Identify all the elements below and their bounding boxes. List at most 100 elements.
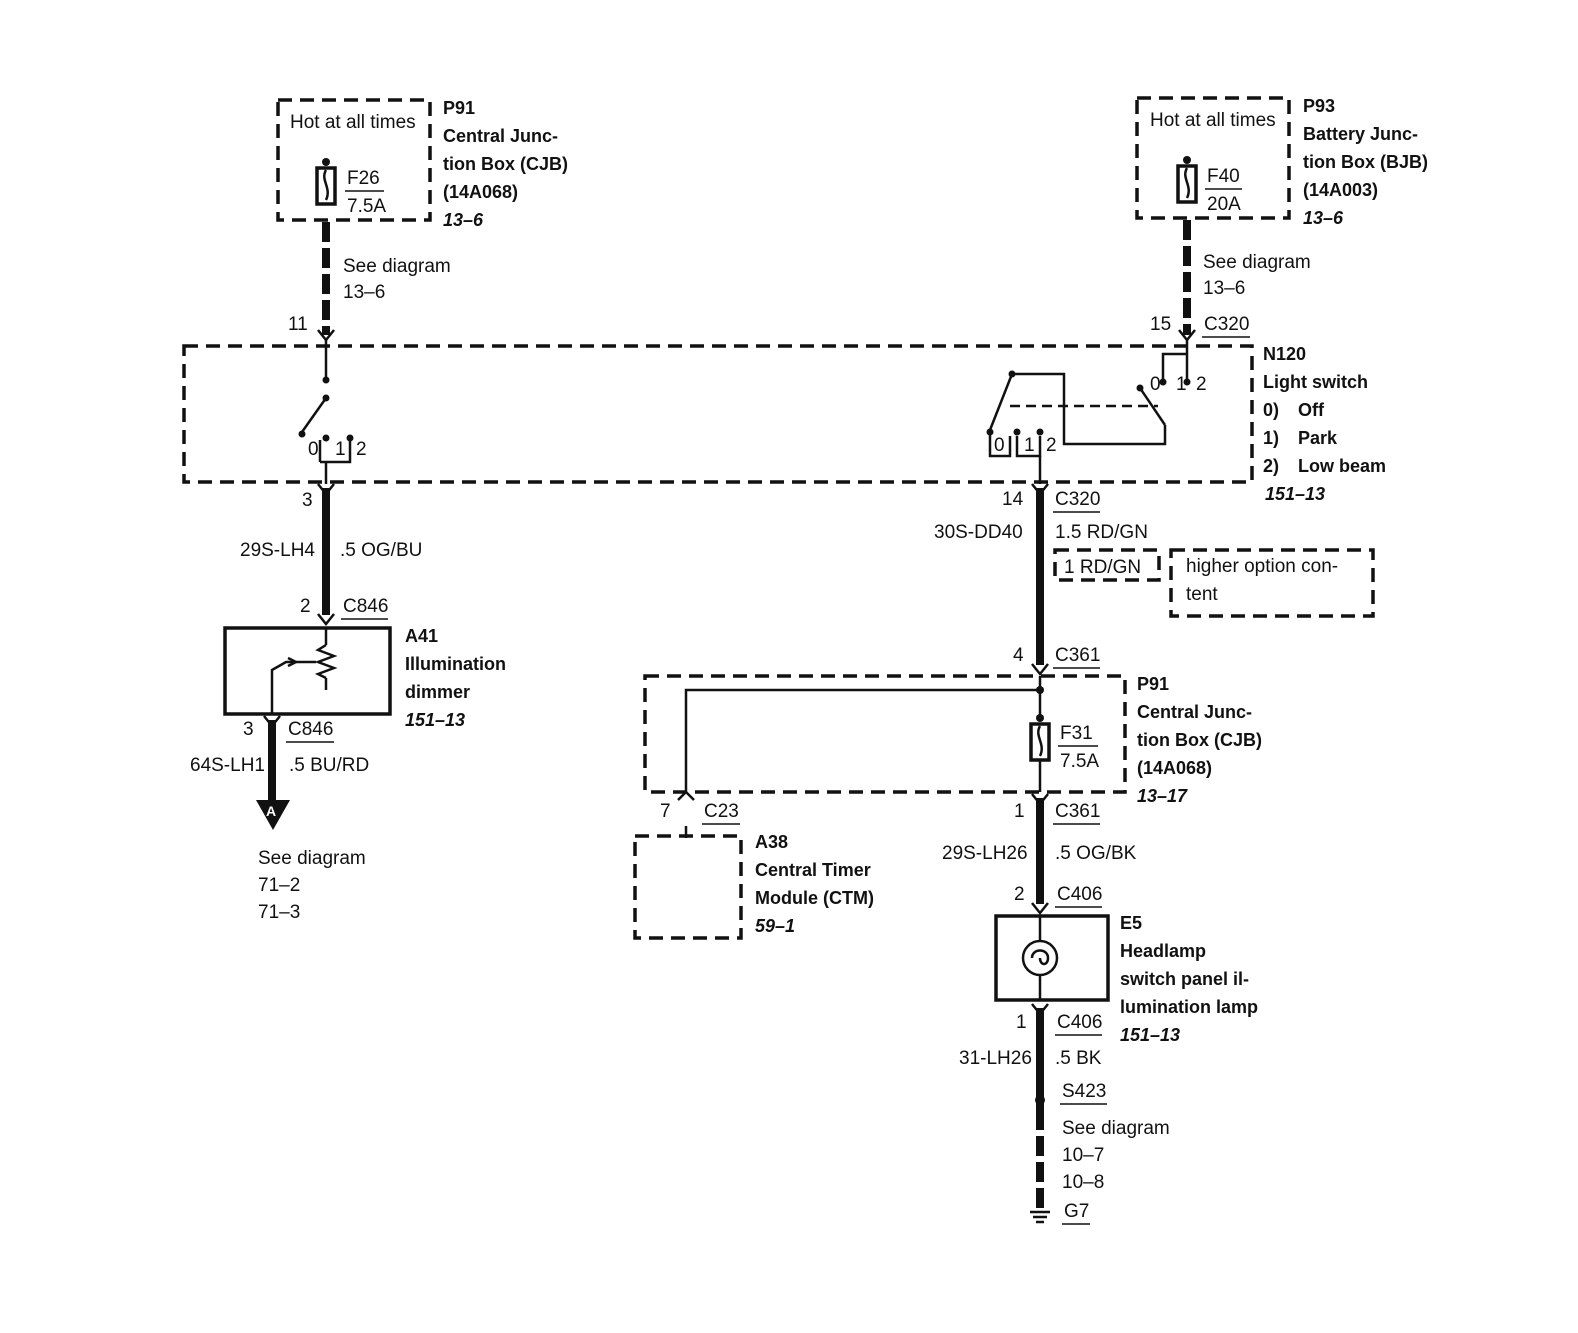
- p91-top-line2: tion Box (CJB): [443, 154, 568, 174]
- right-top-pos-0: 0: [1150, 374, 1161, 395]
- n120-p0-label: Off: [1298, 400, 1325, 420]
- conn-c320-bottom: C320: [1055, 489, 1100, 510]
- right-pos-0: 0: [994, 435, 1005, 456]
- hot-label-right: Hot at all times: [1150, 110, 1276, 131]
- n120-p2: 2): [1263, 456, 1279, 476]
- right-pos-2: 2: [1046, 435, 1057, 456]
- ground-g7: G7: [1064, 1201, 1089, 1222]
- pin-4: 4: [1013, 645, 1024, 666]
- gauge-bk: .5 BK: [1055, 1048, 1102, 1069]
- see-diagram-ground: See diagram: [1062, 1118, 1170, 1139]
- pin-1-c361: 1: [1014, 801, 1025, 822]
- e5-ref: 151–13: [1120, 1025, 1180, 1045]
- pin-2-c406: 2: [1014, 884, 1025, 905]
- a41-illumination-dimmer: A41 Illumination dimmer 151–13: [223, 626, 506, 730]
- gauge-og-bk: .5 OG/BK: [1055, 843, 1137, 864]
- see-ref-right: 13–6: [1203, 278, 1245, 299]
- p91-lower-line1: Central Junc-: [1137, 702, 1252, 722]
- pin-11: 11: [288, 314, 308, 335]
- pin-7: 7: [660, 801, 671, 822]
- p91-top-line1: Central Junc-: [443, 126, 558, 146]
- see-ref-10-7: 10–7: [1062, 1145, 1104, 1166]
- conn-c361-bottom: C361: [1055, 801, 1100, 822]
- see-ref-10-8: 10–8: [1062, 1172, 1104, 1193]
- right-top-pos-1: 1: [1176, 374, 1187, 395]
- n120-p0: 0): [1263, 400, 1279, 420]
- conn-c846-top: C846: [343, 596, 388, 617]
- circuit-31-lh26: 31-LH26: [959, 1048, 1032, 1069]
- conn-c361-top: C361: [1055, 645, 1100, 666]
- fuse-f26: F26: [347, 168, 380, 189]
- see-diagram-a: See diagram: [258, 848, 366, 869]
- hot-label-left: Hot at all times: [290, 112, 416, 133]
- p91-lower-ref: 13–17: [1137, 786, 1188, 806]
- pin-15: 15: [1150, 314, 1171, 335]
- pin-2-left: 2: [300, 596, 311, 617]
- pin-3-dimmer: 3: [243, 719, 254, 740]
- conn-c846-bottom: C846: [288, 719, 333, 740]
- left-pos-2: 2: [356, 439, 367, 460]
- fuse-f31: F31: [1060, 723, 1093, 744]
- circuit-64s-lh1: 64S-LH1: [190, 755, 265, 776]
- p93-line1: Battery Junc-: [1303, 124, 1418, 144]
- left-pos-1: 1: [335, 439, 346, 460]
- pin-3-left: 3: [302, 490, 313, 511]
- fuse-f31-amp: 7.5A: [1060, 751, 1099, 772]
- fuse-f40: F40: [1207, 166, 1240, 187]
- e5-code: E5: [1120, 913, 1142, 933]
- a38-line1: Central Timer: [755, 860, 871, 880]
- circuit-30s-dd40: 30S-DD40: [934, 522, 1023, 543]
- see-diagram-left: See diagram: [343, 256, 451, 277]
- splice-s423: S423: [1062, 1081, 1106, 1102]
- n120-p1-label: Park: [1298, 428, 1338, 448]
- conn-c320-top: C320: [1204, 314, 1249, 335]
- e5-headlamp-switch-lamp: E5 Headlamp switch panel il- lumination …: [994, 913, 1258, 1045]
- gauge-og-bu: .5 OG/BU: [340, 540, 422, 561]
- option-note-1: higher option con-: [1186, 556, 1338, 577]
- right-top-pos-2: 2: [1196, 374, 1207, 395]
- conn-c406-top: C406: [1057, 884, 1102, 905]
- a38-code: A38: [755, 832, 788, 852]
- a38-central-timer-module: A38 Central Timer Module (CTM) 59–1: [633, 832, 874, 940]
- see-ref-left: 13–6: [343, 282, 385, 303]
- pin-1-c406: 1: [1016, 1012, 1027, 1033]
- pin-14: 14: [1002, 489, 1024, 510]
- p91-top-code: P91: [443, 98, 475, 118]
- conn-c406-bottom: C406: [1057, 1012, 1102, 1033]
- p91-top-part: (14A068): [443, 182, 518, 202]
- fuse-f40-amp: 20A: [1207, 194, 1241, 215]
- see-ref-71-3: 71–3: [258, 902, 300, 923]
- n120-code: N120: [1263, 344, 1306, 364]
- p91-lower-code: P91: [1137, 674, 1169, 694]
- e5-line3: lumination lamp: [1120, 997, 1258, 1017]
- p91-lower-box: F31 7.5A P91 Central Junc- tion Box (CJB…: [643, 674, 1262, 806]
- ground-icon: [1030, 1210, 1050, 1224]
- option-note-2: tent: [1186, 584, 1218, 605]
- n120-light-switch: 0 1 2 0 1 2 0 1 2 N120 Light switch 0): [182, 340, 1386, 504]
- n120-p1: 1): [1263, 428, 1279, 448]
- circuit-29s-lh4: 29S-LH4: [240, 540, 315, 561]
- p91-lower-line2: tion Box (CJB): [1137, 730, 1262, 750]
- right-pos-1: 1: [1024, 435, 1035, 456]
- a38-line2: Module (CTM): [755, 888, 874, 908]
- gauge-1-5-rd-gn: 1.5 RD/GN: [1055, 522, 1148, 543]
- p91-top-ref: 13–6: [443, 210, 484, 230]
- e5-line2: switch panel il-: [1120, 969, 1249, 989]
- p93-ref: 13–6: [1303, 208, 1344, 228]
- connector-a-label: A: [266, 803, 276, 819]
- left-pos-0: 0: [308, 439, 319, 460]
- p93-code: P93: [1303, 96, 1335, 116]
- p91-lower-part: (14A068): [1137, 758, 1212, 778]
- n120-name: Light switch: [1263, 372, 1368, 392]
- e5-line1: Headlamp: [1120, 941, 1206, 961]
- see-diagram-right: See diagram: [1203, 252, 1311, 273]
- n120-p2-label: Low beam: [1298, 456, 1386, 476]
- p93-part: (14A003): [1303, 180, 1378, 200]
- a41-line1: Illumination: [405, 654, 506, 674]
- a38-ref: 59–1: [755, 916, 795, 936]
- fuse-f26-amp: 7.5A: [347, 196, 386, 217]
- a41-line2: dimmer: [405, 682, 470, 702]
- conn-c23: C23: [704, 801, 739, 822]
